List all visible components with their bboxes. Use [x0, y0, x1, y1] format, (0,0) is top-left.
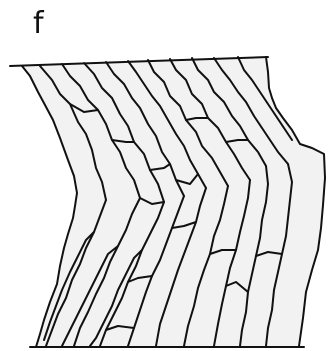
fracture-sketch: [0, 0, 331, 351]
